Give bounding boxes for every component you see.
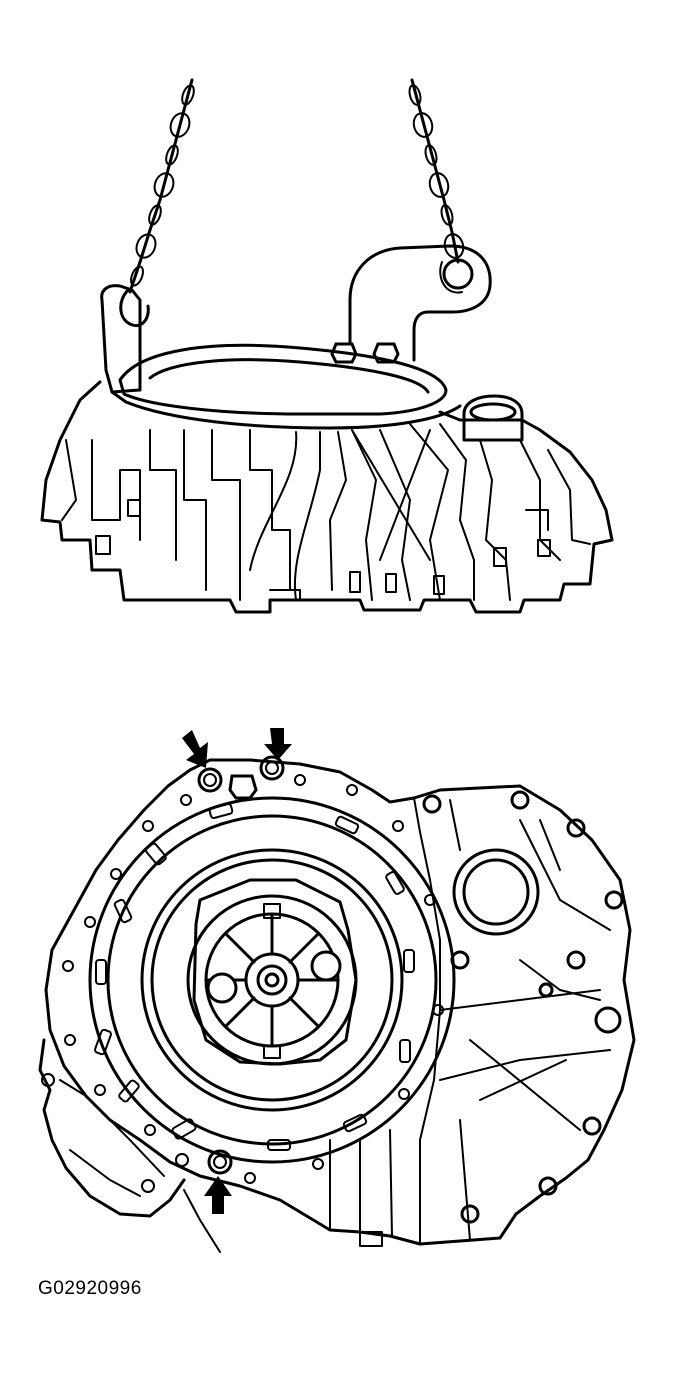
- lifted-transaxle: [40, 78, 614, 614]
- right-chain: [408, 78, 465, 264]
- arrow-upper-left-icon: [182, 730, 208, 768]
- right-lifting-bracket: [348, 244, 492, 362]
- left-lifting-bracket: [100, 284, 142, 394]
- left-chain: [119, 78, 195, 327]
- bell-housing-face-view: [38, 728, 636, 1253]
- filler-neck: [462, 394, 524, 442]
- locating-bolt-upper-left: [197, 767, 223, 793]
- torque-converter-bore: [88, 796, 456, 1164]
- case-ribs: [61, 423, 591, 601]
- filler-port: [452, 848, 540, 936]
- figure-id-label: G02920996: [38, 1278, 142, 1299]
- transaxle-side-case: [329, 797, 611, 1247]
- case-bolt-bosses: [422, 790, 624, 1224]
- arrow-lower-icon: [204, 1176, 232, 1214]
- flange-holes: [62, 774, 444, 1184]
- arrow-upper-right-icon: [264, 728, 292, 760]
- housing-flange: [44, 758, 636, 1246]
- oil-pump-hub: [192, 878, 358, 1066]
- transaxle-case: [40, 380, 614, 614]
- starter-mount: [38, 1038, 221, 1253]
- locating-bolt-lower: [207, 1149, 233, 1175]
- locating-bolt-upper-right: [259, 755, 285, 781]
- dowel-pin: [228, 774, 258, 800]
- bell-housing-rim: [110, 343, 462, 430]
